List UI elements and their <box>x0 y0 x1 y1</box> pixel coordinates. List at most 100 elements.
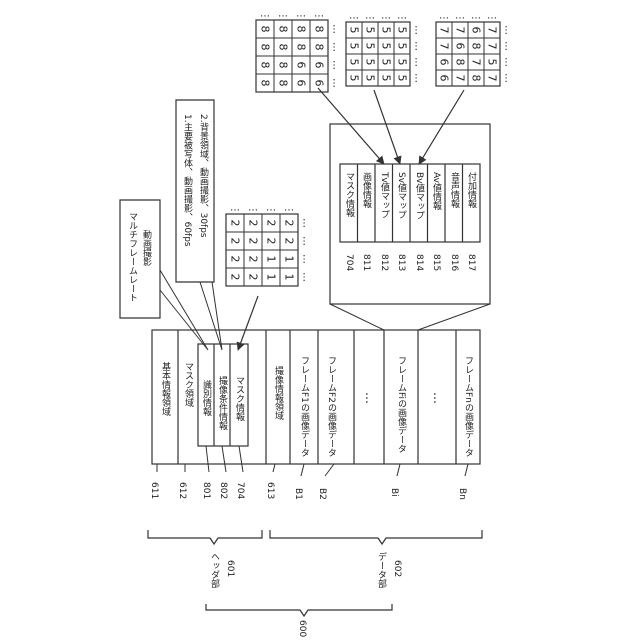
tv-grid-col-dots: … <box>278 9 288 20</box>
tv-grid-row-dots: … <box>331 42 342 52</box>
mask-grid-row-dots: … <box>301 254 312 264</box>
tv-grid-cell: 8 <box>259 62 272 69</box>
bv-grid-col-dots: … <box>471 11 481 22</box>
tv-grid-cell: 8 <box>259 80 272 87</box>
bv-grid-row-dots: … <box>503 73 514 83</box>
record-structure: 基本情報領域 マスク領域 識別情報 撮像条件情報 マスク情報 撮像情報領域 フレ… <box>152 330 480 464</box>
callout-multiframe-line1: マルチフレームレート <box>127 212 138 302</box>
bv-grid-cell: 6 <box>470 27 483 34</box>
tv-grid-cell: 6 <box>295 62 308 69</box>
row-label-704: マスク情報 <box>234 376 245 422</box>
bv-grid-cell: 5 <box>486 59 499 66</box>
ref-611: 611 <box>149 482 159 499</box>
data-part-ref: 602 <box>392 560 402 577</box>
ref-802: 802 <box>218 482 228 499</box>
detail-item-814: Bv値マップ <box>414 172 425 220</box>
bv-grid-col-dots: … <box>455 11 465 22</box>
mask-grid-cell: 1 <box>283 256 296 263</box>
data-part-name: データ部 <box>376 551 387 589</box>
mask-grid-cell: 1 <box>283 274 296 281</box>
bv-grid-cell: 6 <box>454 43 467 50</box>
mask-grid: 2222222222112211…………………… <box>226 203 312 287</box>
ellipsis-2: … <box>431 392 445 404</box>
detail-item-816: 音声情報 <box>449 171 460 209</box>
sv-grid-cell: 5 <box>396 75 409 82</box>
tv-grid-cell: 8 <box>277 80 290 87</box>
mask-grid-col-dots: … <box>230 203 240 214</box>
brace-root <box>206 604 392 616</box>
tv-grid-col-dots: … <box>260 9 270 20</box>
tv-grid: 8888888888668866…………………… <box>256 9 342 93</box>
mask-grid-cell: 2 <box>247 220 260 227</box>
bv-grid-cell: 7 <box>438 43 451 50</box>
detail-panel: マスク情報 画像情報 Tv値マップ Sv値マップ Bv値マップ Av値情報 音声… <box>330 124 490 330</box>
mask-grid-cell: 1 <box>265 274 278 281</box>
ref-704: 704 <box>235 482 245 499</box>
bv-grid-cell: 8 <box>470 43 483 50</box>
mask-grid-cell: 2 <box>265 220 278 227</box>
sv-grid-cell: 5 <box>380 43 393 50</box>
sv-grid-cell: 5 <box>348 43 361 50</box>
detail-item-812: Tv値マップ <box>379 171 390 219</box>
detail-ref-815: 815 <box>431 254 441 271</box>
tv-grid-row-dots: … <box>331 60 342 70</box>
sv-grid-col-dots: … <box>381 11 391 22</box>
mask-grid-row-dots: … <box>301 218 312 228</box>
row-label-612: マスク領域 <box>183 362 194 407</box>
bv-grid-cell: 6 <box>438 59 451 66</box>
ref-Bn: Bn <box>457 488 467 500</box>
bv-grid-row-dots: … <box>503 57 514 67</box>
row-label-Bn: フレームFnの画像データ <box>463 356 474 457</box>
mask-grid-col-dots: … <box>248 203 258 214</box>
sv-grid-cell: 5 <box>396 27 409 34</box>
row-label-611: 基本情報領域 <box>160 361 171 416</box>
tv-grid-cell: 6 <box>295 80 308 87</box>
bv-grid-cell: 6 <box>438 75 451 82</box>
sv-grid-cell: 5 <box>348 75 361 82</box>
sv-grid-cell: 5 <box>380 27 393 34</box>
mask-grid-cell: 2 <box>229 220 242 227</box>
detail-ref-704: 704 <box>344 254 354 271</box>
sv-grid-col-dots: … <box>349 11 359 22</box>
detail-item-817: 付加情報 <box>466 172 477 209</box>
detail-item-704: マスク情報 <box>344 172 355 218</box>
mask-grid-cell: 2 <box>229 256 242 263</box>
sv-grid-cell: 5 <box>348 27 361 34</box>
tv-grid-cell: 8 <box>295 26 308 33</box>
mask-grid-cell: 2 <box>247 256 260 263</box>
bv-grid-cell: 7 <box>486 27 499 34</box>
sv-grid-row-dots: … <box>413 73 424 83</box>
root-label: 600 <box>297 620 307 637</box>
ref-801: 801 <box>201 482 211 499</box>
tv-grid-cell: 6 <box>313 62 326 69</box>
ref-612: 612 <box>177 482 187 499</box>
ref-613: 613 <box>265 482 275 499</box>
header-part-name: ヘッダ部 <box>209 552 220 589</box>
bv-grid-cell: 7 <box>486 75 499 82</box>
sv-grid-col-dots: … <box>365 11 375 22</box>
ref-B2: B2 <box>317 488 327 500</box>
tv-grid-col-dots: … <box>314 9 324 20</box>
bv-grid: 7767768768756787…………………… <box>436 11 514 87</box>
bv-grid-cell: 8 <box>470 75 483 82</box>
sv-grid-cell: 5 <box>396 43 409 50</box>
tv-grid-cell: 8 <box>277 26 290 33</box>
mask-grid-cell: 1 <box>265 256 278 263</box>
sv-grid-row-dots: … <box>413 41 424 51</box>
sv-grid-cell: 5 <box>348 59 361 66</box>
sv-grid-cell: 5 <box>396 59 409 66</box>
tv-grid-cell: 8 <box>295 44 308 51</box>
bv-grid-row-dots: … <box>503 41 514 51</box>
mask-grid-cell: 2 <box>229 274 242 281</box>
mask-grid-cell: 2 <box>229 238 242 245</box>
bv-grid-cell: 7 <box>470 59 483 66</box>
detail-item-815: Av値情報 <box>431 172 442 211</box>
sv-grid-cell: 5 <box>380 59 393 66</box>
mask-grid-cell: 2 <box>283 220 296 227</box>
bv-grid-cell: 7 <box>438 27 451 34</box>
sv-grid-cell: 5 <box>364 27 377 34</box>
tv-grid-cell: 8 <box>259 26 272 33</box>
brace-header <box>148 530 262 544</box>
tv-grid-cell: 8 <box>313 44 326 51</box>
sv-grid-row-dots: … <box>413 25 424 35</box>
